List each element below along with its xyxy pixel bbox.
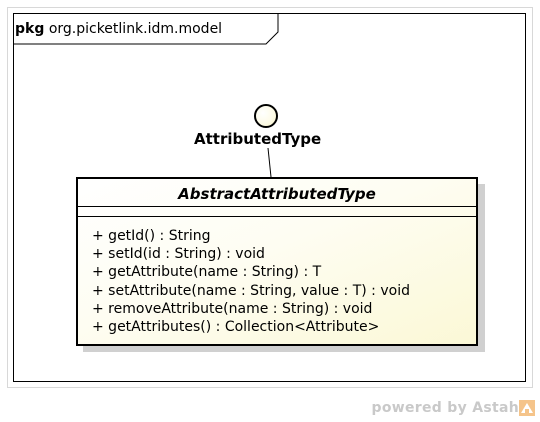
operations-list: + getId() : String + setId(id : String) …: [92, 227, 410, 336]
package-keyword: pkg: [15, 21, 45, 37]
operation-item: + setAttribute(name : String, value : T)…: [92, 282, 410, 299]
interface-name: AttributedType: [194, 130, 322, 148]
package-title: pkg org.picketlink.idm.model: [15, 21, 222, 37]
attributes-divider: [78, 206, 476, 207]
powered-by-watermark: powered by Astah: [371, 400, 519, 416]
class-name: AbstractAttributedType: [178, 185, 376, 203]
astah-logo-icon: [519, 400, 535, 416]
package-frame[interactable]: [13, 13, 526, 382]
operation-item: + getAttribute(name : String) : T: [92, 264, 322, 281]
class-box[interactable]: AbstractAttributedType + getId() : Strin…: [76, 177, 478, 346]
interface-lollipop-icon[interactable]: [254, 104, 278, 128]
operation-item: + setId(id : String) : void: [92, 246, 265, 263]
operation-item: + removeAttribute(name : String) : void: [92, 300, 373, 317]
diagram-canvas-border: [7, 7, 533, 388]
operations-divider: [78, 216, 476, 217]
package-name: org.picketlink.idm.model: [48, 21, 223, 37]
operation-item: + getAttributes() : Collection<Attribute…: [92, 319, 380, 336]
operation-item: + getId() : String: [92, 228, 211, 244]
